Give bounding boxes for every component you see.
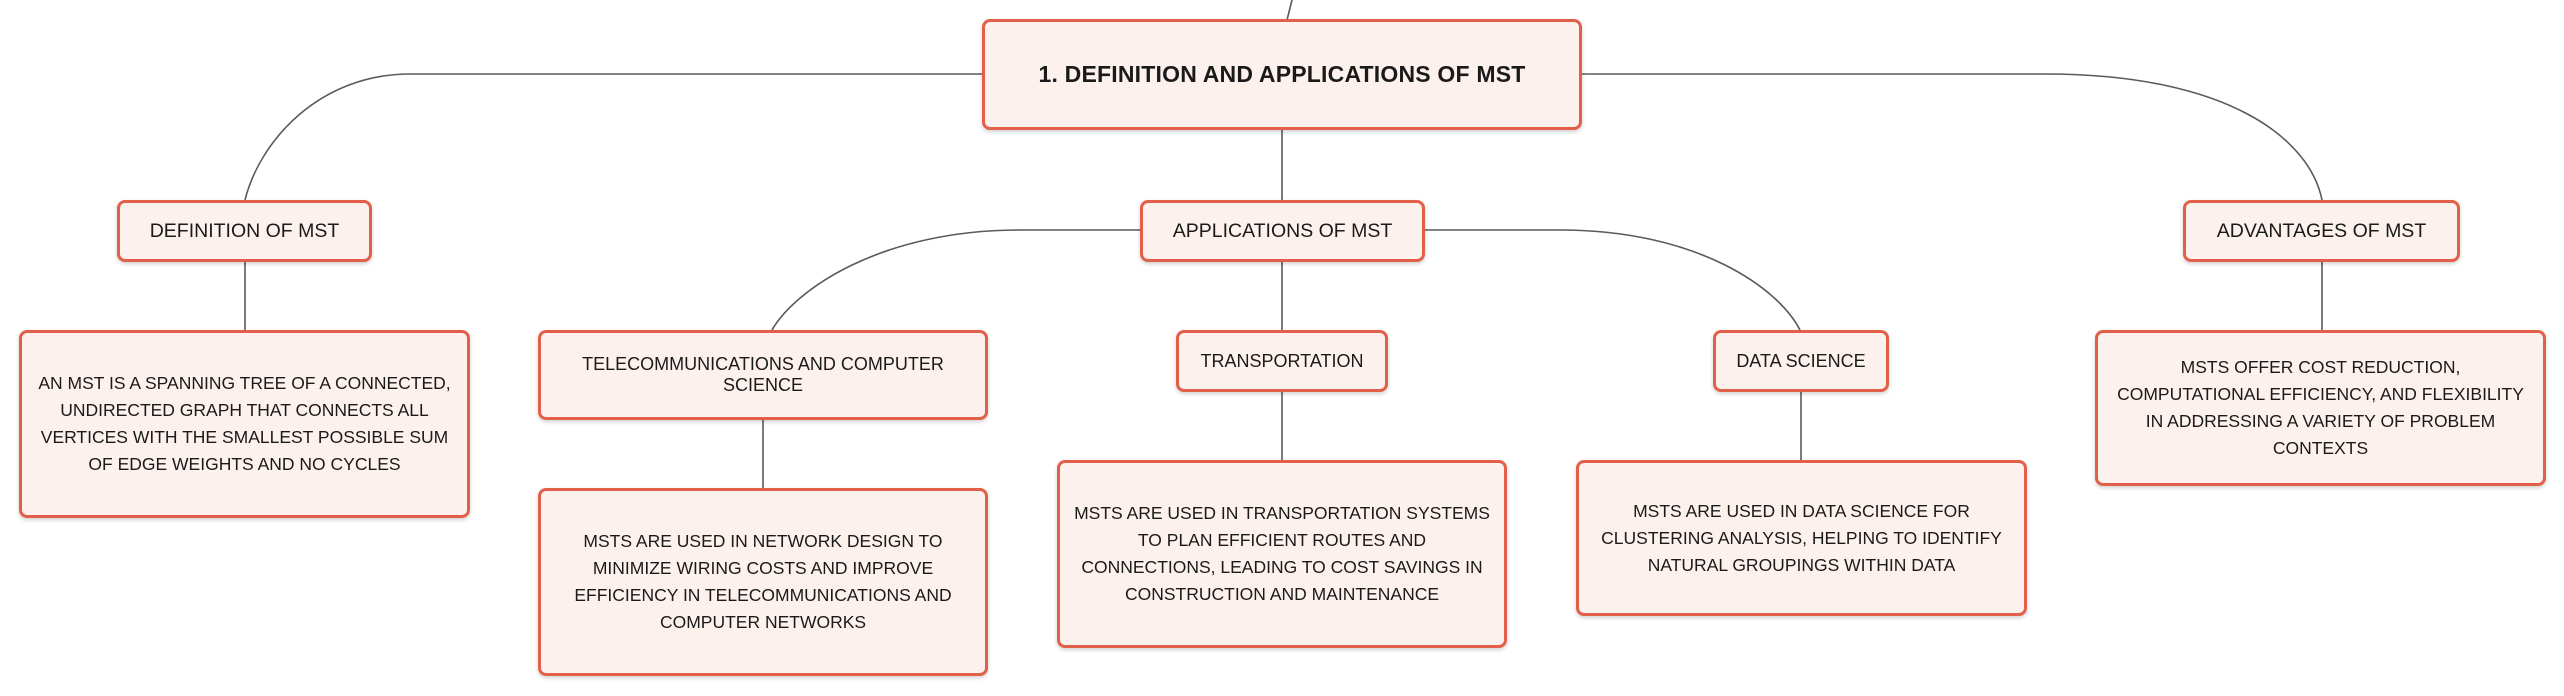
subtopic-telecom-label: TELECOMMUNICATIONS AND COMPUTER SCIENCE	[582, 354, 944, 395]
subtopic-telecom[interactable]: TELECOMMUNICATIONS AND COMPUTER SCIENCE	[538, 330, 988, 420]
connector-root-to-definition	[244, 73, 985, 201]
connector-root-to-advantages	[1582, 73, 2323, 201]
telecom-description[interactable]: MSTS ARE USED IN NETWORK DESIGN TO MINIM…	[538, 488, 988, 676]
transportation-description[interactable]: MSTS ARE USED IN TRANSPORTATION SYSTEMS …	[1057, 460, 1507, 648]
topic-applications[interactable]: APPLICATIONS OF MST	[1140, 200, 1425, 262]
connector-applications-to-data-science	[1424, 229, 1801, 331]
transportation-description-text: MSTS ARE USED IN TRANSPORTATION SYSTEMS …	[1074, 503, 1490, 604]
advantages-description[interactable]: MSTS OFFER COST REDUCTION, COMPUTATIONAL…	[2095, 330, 2546, 486]
definition-description-text: AN MST IS A SPANNING TREE OF A CONNECTED…	[38, 373, 451, 474]
telecom-description-text: MSTS ARE USED IN NETWORK DESIGN TO MINIM…	[574, 531, 952, 632]
topic-applications-label: APPLICATIONS OF MST	[1172, 219, 1393, 242]
connector-parent-to-root	[1286, 0, 1293, 21]
data-science-description[interactable]: MSTS ARE USED IN DATA SCIENCE FOR CLUSTE…	[1576, 460, 2027, 616]
data-science-description-text: MSTS ARE USED IN DATA SCIENCE FOR CLUSTE…	[1601, 500, 2002, 575]
root-topic-title: 1. DEFINITION AND APPLICATIONS OF MST	[1038, 61, 1526, 87]
advantages-description-text: MSTS OFFER COST REDUCTION, COMPUTATIONAL…	[2117, 357, 2524, 458]
subtopic-data-science[interactable]: DATA SCIENCE	[1713, 330, 1889, 392]
subtopic-data-science-label: DATA SCIENCE	[1736, 350, 1866, 371]
topic-definition[interactable]: DEFINITION OF MST	[117, 200, 372, 262]
definition-description[interactable]: AN MST IS A SPANNING TREE OF A CONNECTED…	[19, 330, 470, 518]
root-topic[interactable]: 1. DEFINITION AND APPLICATIONS OF MST	[982, 19, 1582, 130]
topic-advantages[interactable]: ADVANTAGES OF MST	[2183, 200, 2460, 262]
topic-definition-label: DEFINITION OF MST	[149, 219, 340, 242]
subtopic-transportation[interactable]: TRANSPORTATION	[1176, 330, 1388, 392]
subtopic-transportation-label: TRANSPORTATION	[1200, 350, 1364, 371]
connector-applications-to-telecom	[771, 229, 1140, 331]
topic-advantages-label: ADVANTAGES OF MST	[2216, 219, 2427, 242]
